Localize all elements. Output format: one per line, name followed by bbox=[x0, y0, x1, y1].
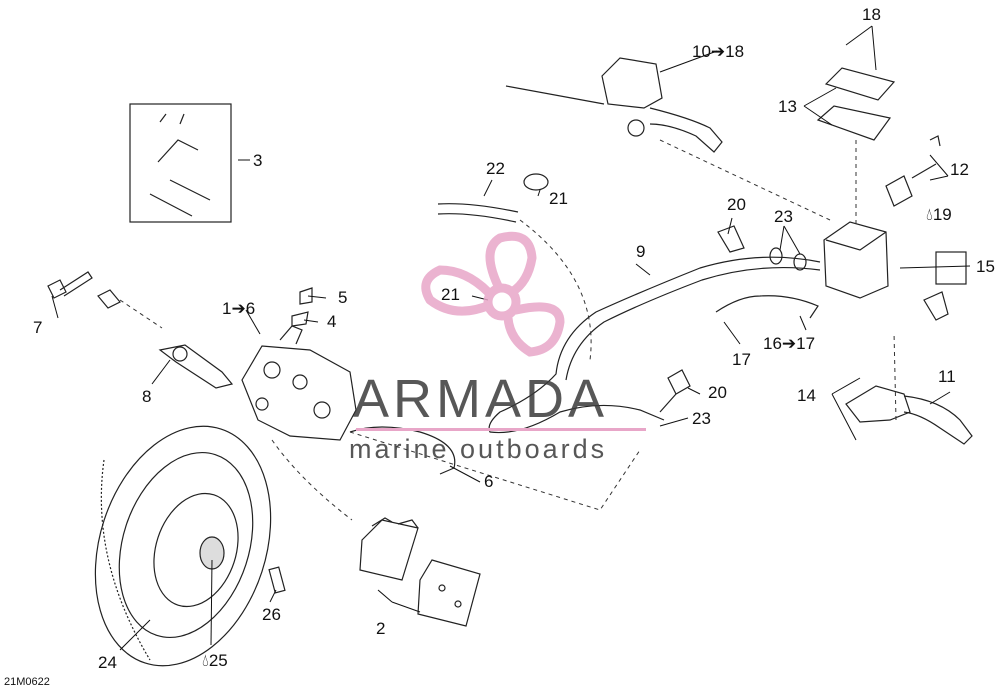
master-cylinder-19 bbox=[823, 221, 889, 299]
bolt-7 bbox=[47, 271, 93, 299]
callout-24: 24 bbox=[98, 653, 117, 672]
pin-26 bbox=[268, 566, 286, 594]
brake-pads bbox=[359, 517, 481, 627]
bolts-12 bbox=[885, 135, 941, 207]
washer-23 bbox=[769, 247, 783, 265]
callout-12: 12 bbox=[950, 160, 969, 179]
brake-disc bbox=[94, 425, 272, 667]
hose-22 bbox=[437, 173, 549, 223]
boot bbox=[923, 291, 949, 321]
callout-18: 18 bbox=[862, 5, 881, 24]
callout-21-top: 21 bbox=[549, 189, 568, 208]
figure-code: 21M0622 bbox=[4, 676, 50, 688]
callout-23-bottom: 23 bbox=[692, 409, 711, 428]
brake-caliper bbox=[241, 287, 357, 441]
callout-25: 💧︎25 bbox=[202, 651, 228, 670]
callout-5: 5 bbox=[338, 288, 348, 307]
brake-lever-11 bbox=[845, 385, 973, 445]
callout-4: 4 bbox=[327, 312, 337, 331]
callout-13: 13 bbox=[778, 97, 797, 116]
guide-lines bbox=[119, 139, 897, 521]
brake-line-9 bbox=[488, 256, 821, 434]
bracket-8 bbox=[97, 289, 234, 389]
reservoir-cap-13 bbox=[816, 67, 896, 141]
callout-20-top: 20 bbox=[727, 195, 746, 214]
callout-21-mid: 21 bbox=[441, 285, 460, 304]
bolt-20-upper bbox=[717, 225, 745, 253]
bolt-20 bbox=[659, 369, 691, 413]
callout-23-top: 23 bbox=[774, 207, 793, 226]
callout-17: 17 bbox=[732, 350, 751, 369]
watermark-subtitle: marine outboards bbox=[349, 434, 608, 464]
watermark-propeller bbox=[421, 231, 565, 357]
watermark-title: ARMADA bbox=[353, 369, 609, 429]
callout-3: 3 bbox=[253, 151, 263, 170]
cable-17 bbox=[715, 295, 819, 319]
callout-10-18: 10➔18 bbox=[692, 42, 745, 61]
callout-22: 22 bbox=[486, 159, 505, 178]
callout-26: 26 bbox=[262, 605, 281, 624]
oil-drop-icon: 💧︎ bbox=[202, 651, 209, 670]
hardware-kit-3 bbox=[129, 103, 232, 223]
callout-14: 14 bbox=[797, 386, 816, 405]
callout-2: 2 bbox=[376, 619, 386, 638]
oil-drop-icon: 💧︎ bbox=[926, 205, 933, 224]
callout-19: 💧︎19 bbox=[926, 205, 952, 224]
callout-1-6: 1➔6 bbox=[222, 299, 256, 318]
bleed-line-6 bbox=[349, 426, 456, 475]
callout-16-17: 16➔17 bbox=[763, 334, 816, 353]
callout-15: 15 bbox=[976, 257, 995, 276]
callout-8: 8 bbox=[142, 387, 152, 406]
callout-20-bottom: 20 bbox=[708, 383, 727, 402]
callout-6: 6 bbox=[484, 472, 494, 491]
callout-9: 9 bbox=[636, 242, 646, 261]
brake-lever-10 bbox=[505, 57, 723, 153]
callout-11: 11 bbox=[938, 367, 956, 386]
callout-7: 7 bbox=[33, 318, 43, 337]
leader-lines bbox=[51, 25, 971, 651]
watermark-underline bbox=[356, 428, 646, 431]
fitting-15 bbox=[935, 251, 967, 285]
